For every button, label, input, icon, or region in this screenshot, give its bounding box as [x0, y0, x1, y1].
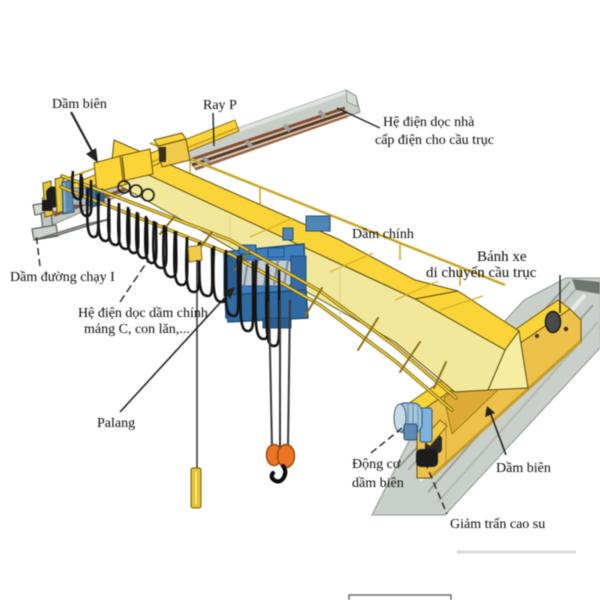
svg-text:Dầm biên: Dầm biên — [496, 461, 551, 476]
svg-text:Palang: Palang — [97, 416, 135, 431]
svg-text:Hệ điện dọc nhà: Hệ điện dọc nhà — [383, 115, 475, 130]
svg-text:Dầm đường chạy I: Dầm đường chạy I — [10, 270, 115, 285]
svg-text:Hệ điện dọc dầm chính: Hệ điện dọc dầm chính — [78, 306, 208, 321]
svg-text:Dầm chính: Dầm chính — [352, 227, 414, 242]
svg-text:Bánh xe: Bánh xe — [477, 249, 527, 265]
svg-text:Giảm trấn cao su: Giảm trấn cao su — [450, 517, 545, 532]
svg-text:cấp điện cho cầu trục: cấp điện cho cầu trục — [375, 133, 494, 148]
svg-text:Ray P: Ray P — [203, 98, 237, 113]
svg-text:di chuyển cầu trục: di chuyển cầu trục — [426, 265, 537, 281]
svg-text:dầm biên: dầm biên — [352, 476, 404, 491]
svg-text:Dầm biên: Dầm biên — [52, 97, 107, 112]
svg-text:máng C, con lăn,...: máng C, con lăn,... — [84, 322, 190, 337]
svg-text:Động cơ: Động cơ — [352, 457, 401, 472]
